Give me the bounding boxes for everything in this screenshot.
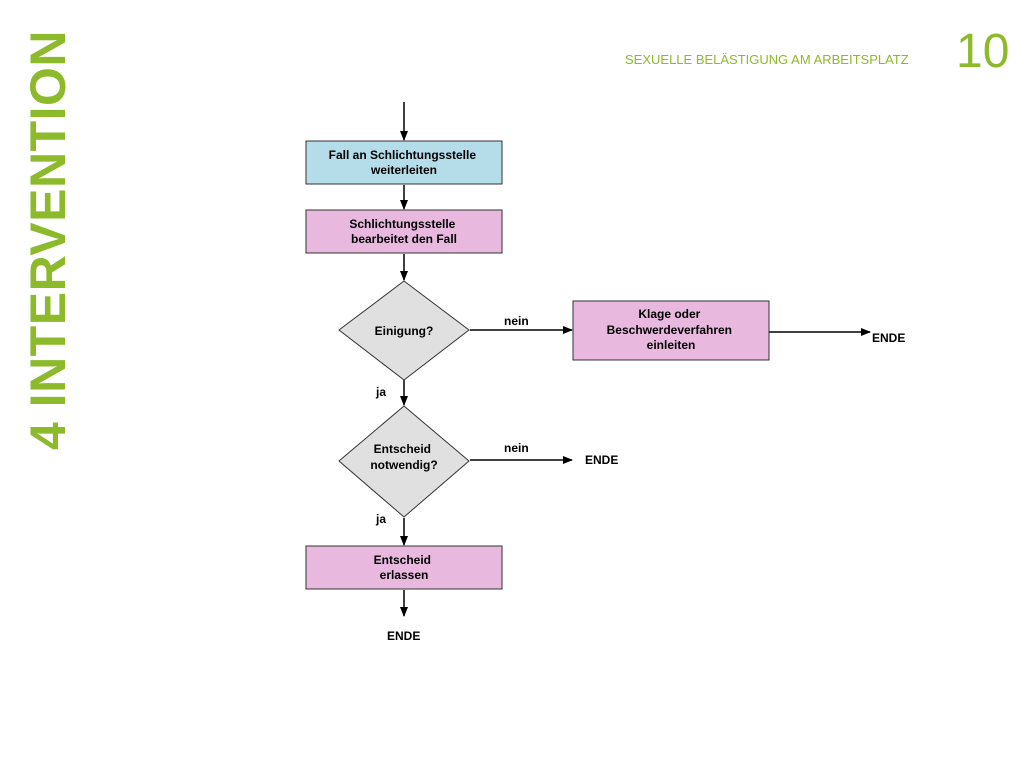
label-nein-1: nein <box>504 314 529 328</box>
stepno1-line2: Beschwerdeverfahren <box>607 323 732 337</box>
step2-line1: Schlichtungsstelle <box>349 217 455 231</box>
label-ende-3: ENDE <box>387 629 420 643</box>
decision1-line1: Einigung? <box>375 324 434 338</box>
decision-ruling-needed <box>338 405 470 518</box>
step1-line1: Fall an Schlichtungsstelle <box>329 148 477 162</box>
step-issue-ruling <box>305 545 503 590</box>
label-ende-1: ENDE <box>872 331 905 345</box>
stepno1-text: Klage oder Beschwerdeverfahren einleiten <box>607 307 736 352</box>
step1-line2: weiterleiten <box>370 163 437 177</box>
decision-agreement <box>338 280 470 381</box>
stepno1-line3: einleiten <box>647 338 696 352</box>
step-lawsuit-or-complaint <box>572 300 770 361</box>
header-title: SEXUELLE BELÄSTIGUNG AM ARBEITSPLATZ <box>625 52 909 67</box>
step3-line1: Entscheid <box>374 553 431 567</box>
decision2-text: Entscheid notwendig? <box>370 442 437 472</box>
label-ja-2: ja <box>375 512 386 526</box>
step1-text: Fall an Schlichtungsstelle weiterleiten <box>329 148 480 177</box>
decision1-text: Einigung? <box>375 324 434 338</box>
stepno1-line1: Klage oder <box>638 307 700 321</box>
label-ende-2: ENDE <box>585 453 618 467</box>
label-ja-1: ja <box>375 385 386 399</box>
step-forward-to-arbitration <box>305 140 503 185</box>
step3-text: Entscheid erlassen <box>374 553 435 582</box>
step2-line2: bearbeitet den Fall <box>351 232 457 246</box>
page-number: 10 <box>956 25 1010 78</box>
decision2-line2: notwendig? <box>370 458 437 472</box>
decision2-line1: Entscheid <box>374 442 431 456</box>
step2-text: Schlichtungsstelle bearbeitet den Fall <box>349 217 458 246</box>
step3-line2: erlassen <box>380 568 429 582</box>
label-nein-2: nein <box>504 441 529 455</box>
step-arbitration-processes <box>305 209 503 254</box>
